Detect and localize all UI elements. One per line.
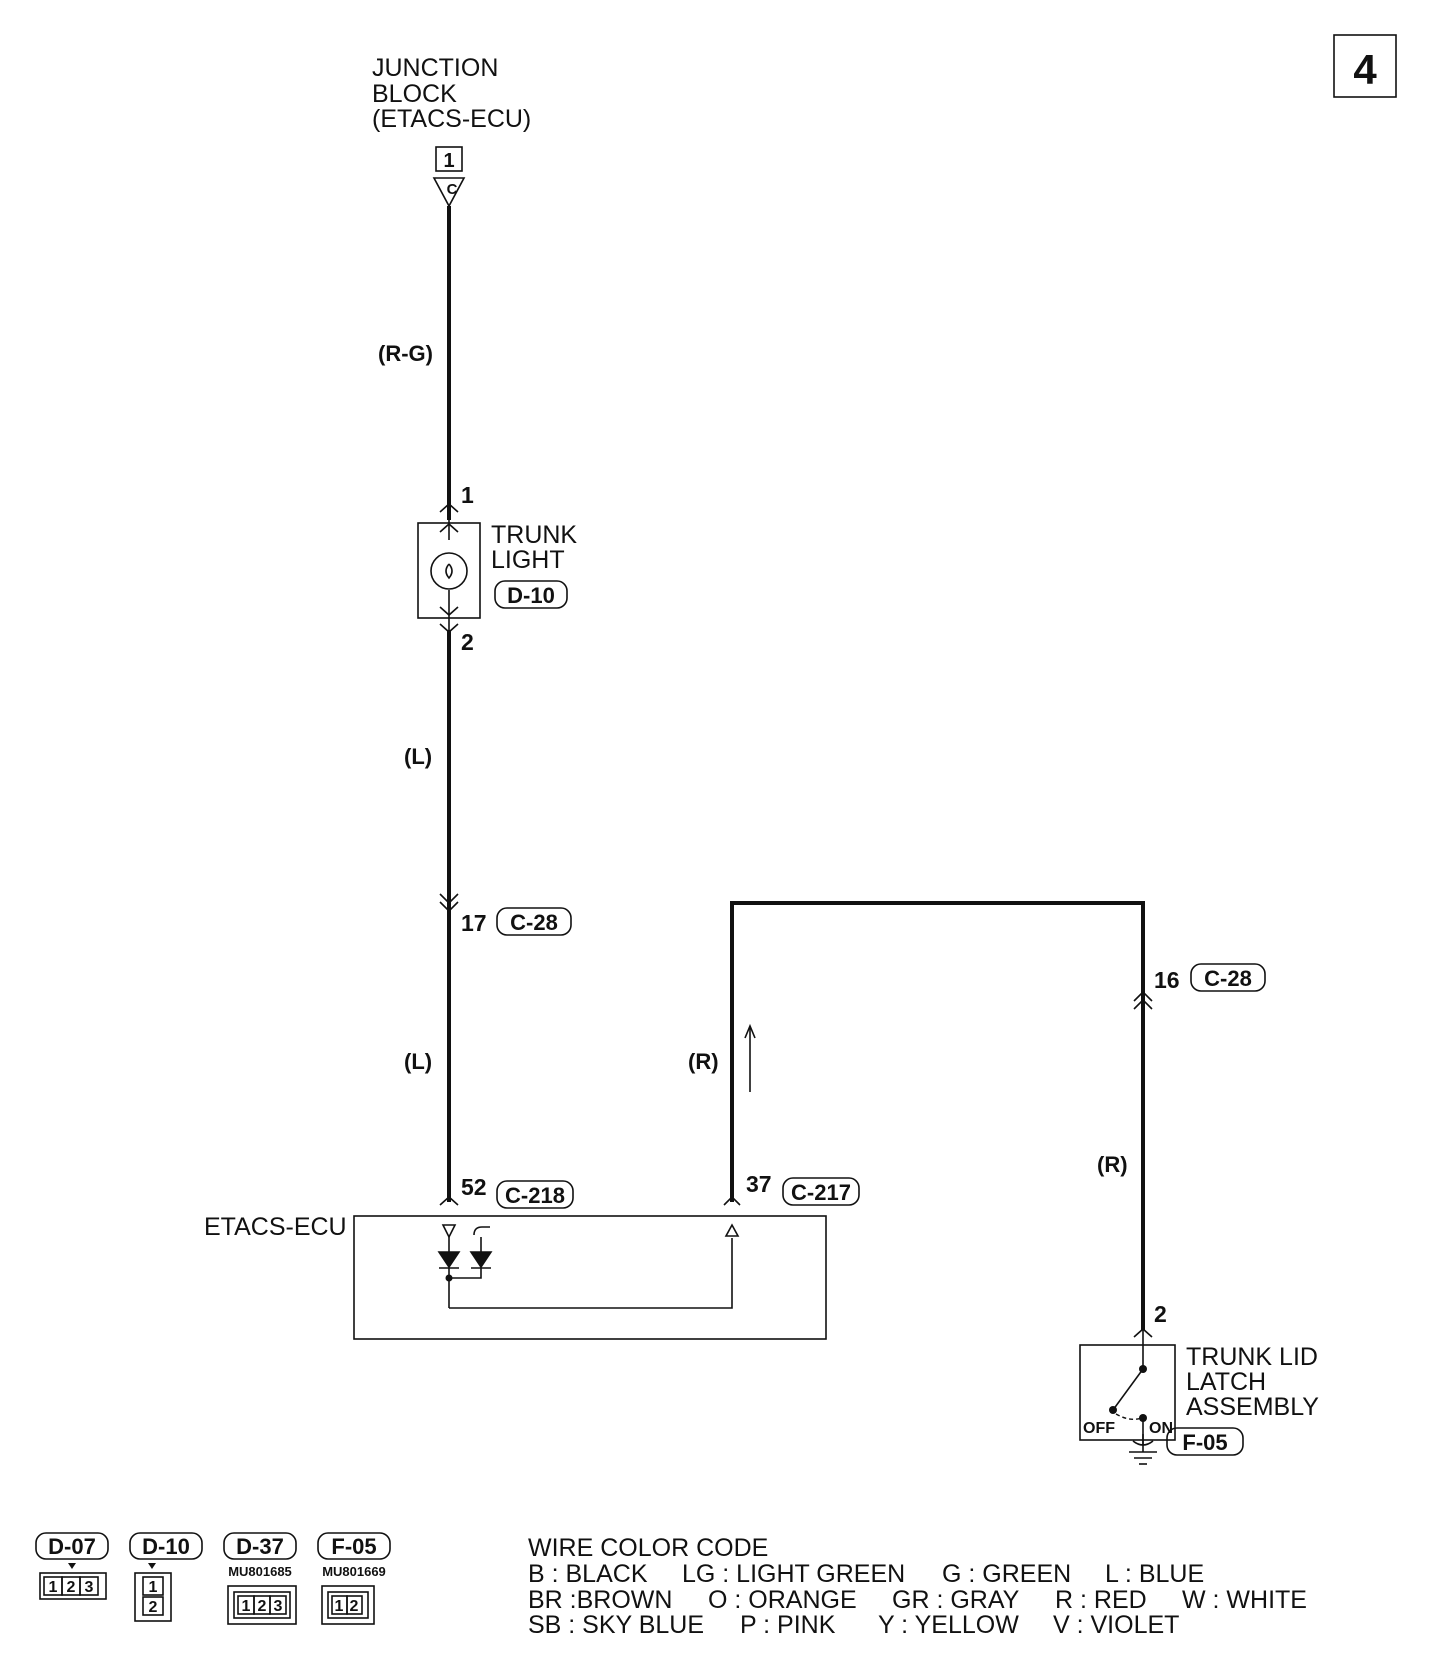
legend-d07-name: D-07 — [48, 1534, 96, 1559]
junction-block-label-2: BLOCK — [372, 80, 457, 108]
color-sb: SB : SKY BLUE — [528, 1611, 704, 1639]
wire-label-l-upper: (L) — [404, 744, 432, 769]
wire-color-title: WIRE COLOR CODE — [528, 1534, 768, 1562]
color-gr: GR : GRAY — [892, 1586, 1020, 1614]
wire-label-l-lower: (L) — [404, 1049, 432, 1074]
wire-color-code: WIRE COLOR CODE B : BLACK LG : LIGHT GRE… — [528, 1534, 1307, 1639]
diode-icon-left — [437, 1251, 461, 1269]
ecu-pin-left: 52 — [461, 1174, 487, 1200]
wire-label-r-ecu: (R) — [688, 1049, 719, 1074]
ecu-connector-right: C-217 — [791, 1180, 851, 1205]
trunk-light-label-2: LIGHT — [491, 546, 565, 574]
junction-block-label-3: (ETACS-ECU) — [372, 105, 531, 133]
color-p: P : PINK — [740, 1611, 836, 1639]
color-br: BR :BROWN — [528, 1586, 672, 1614]
ecu-box — [353, 1215, 827, 1340]
color-v: V : VIOLET — [1053, 1611, 1179, 1639]
latch-box — [1079, 1344, 1176, 1441]
page-number-box: 4 — [1333, 34, 1397, 98]
joint-c28-left-badge — [496, 907, 572, 936]
bulb-icon — [430, 552, 468, 590]
latch-label-1: TRUNK LID — [1186, 1343, 1318, 1371]
junction-block-label-1: JUNCTION — [372, 54, 498, 82]
trunk-light-pin-2: 2 — [461, 629, 474, 655]
color-o: O : ORANGE — [708, 1586, 857, 1614]
color-l: L : BLUE — [1105, 1560, 1204, 1588]
legend-f05-pin2: 2 — [350, 1598, 359, 1615]
legend-d37-pin2: 2 — [258, 1598, 267, 1615]
junction-connector-number: 1 — [443, 150, 454, 172]
legend-f05-pin1: 1 — [335, 1598, 344, 1615]
legend-d10-pin2: 2 — [149, 1599, 158, 1616]
latch-label-2: LATCH — [1186, 1368, 1266, 1396]
ecu-connector-left: C-218 — [505, 1183, 565, 1208]
legend-d37-pin1: 1 — [242, 1598, 251, 1615]
trunk-light-label-1: TRUNK — [491, 521, 577, 549]
latch-connector: F-05 — [1182, 1430, 1227, 1455]
etacs-ecu: ETACS-ECU — [204, 1213, 827, 1340]
color-r: R : RED — [1055, 1586, 1147, 1614]
trunk-light-pin-1-arrow — [439, 502, 459, 513]
latch-off: OFF — [1083, 1420, 1115, 1437]
wire-r — [730, 901, 1145, 1330]
legend-d07-pin1: 1 — [49, 1579, 58, 1596]
color-lg: LG : LIGHT GREEN — [682, 1560, 905, 1588]
ecu-connector-right-badge — [782, 1177, 860, 1206]
joint-c28-right-pin: 16 — [1154, 967, 1180, 993]
connector-legend: D-07 1 2 3 D-10 1 2 D-37 MU801685 1 2 3 … — [35, 1532, 391, 1625]
legend-d37-name: D-37 — [236, 1534, 284, 1559]
trunk-light-connector: D-10 — [507, 583, 555, 608]
legend-d10-pin1: 1 — [149, 1579, 158, 1596]
legend-d37-pin3: 3 — [274, 1598, 283, 1615]
wire-label-rg: (R-G) — [378, 341, 433, 366]
joint-c28-right-badge — [1190, 963, 1266, 992]
color-y: Y : YELLOW — [878, 1611, 1019, 1639]
joint-c28-left-pin: 17 — [461, 910, 487, 936]
legend-d07-pin3: 3 — [85, 1579, 94, 1596]
latch-pin: 2 — [1154, 1301, 1167, 1327]
joint-c28-right-connector: C-28 — [1204, 966, 1252, 991]
trunk-lid-latch: 2 OFF ON TRUNK LID LATCH ASSEMBLY F-05 — [1079, 1301, 1319, 1465]
junction-connector-box — [435, 146, 463, 172]
latch-on: ON — [1149, 1420, 1173, 1437]
ecu-pin-right: 37 — [746, 1171, 772, 1197]
legend-f05-name: F-05 — [331, 1534, 376, 1559]
wire-label-r-latch: (R) — [1097, 1152, 1128, 1177]
latch-label-3: ASSEMBLY — [1186, 1393, 1319, 1421]
color-g: G : GREEN — [942, 1560, 1071, 1588]
joint-c28-left-connector: C-28 — [510, 910, 558, 935]
trunk-light-pin-1: 1 — [461, 482, 474, 508]
ecu-connector-left-badge — [496, 1180, 574, 1209]
junction-pin-triangle — [432, 177, 466, 208]
legend-d37-part: MU801685 — [228, 1564, 292, 1579]
color-w: W : WHITE — [1182, 1586, 1307, 1614]
page-number: 4 — [1353, 46, 1377, 93]
junction-pin-letter: C — [447, 181, 458, 198]
junction-block: JUNCTION BLOCK (ETACS-ECU) 1 C — [372, 54, 531, 208]
trunk-light: 1 TRUNK LIGHT D-10 2 — [417, 482, 577, 655]
legend-d07-pin2: 2 — [67, 1579, 76, 1596]
trunk-light-connector-badge — [494, 580, 568, 609]
diode-icon-right — [469, 1251, 493, 1269]
switch-icon — [1112, 1368, 1144, 1411]
legend-f05-part: MU801669 — [322, 1564, 386, 1579]
legend-d10-name: D-10 — [142, 1534, 190, 1559]
color-b: B : BLACK — [528, 1560, 648, 1588]
ecu-label: ETACS-ECU — [204, 1213, 347, 1241]
latch-connector-badge — [1166, 1427, 1244, 1456]
